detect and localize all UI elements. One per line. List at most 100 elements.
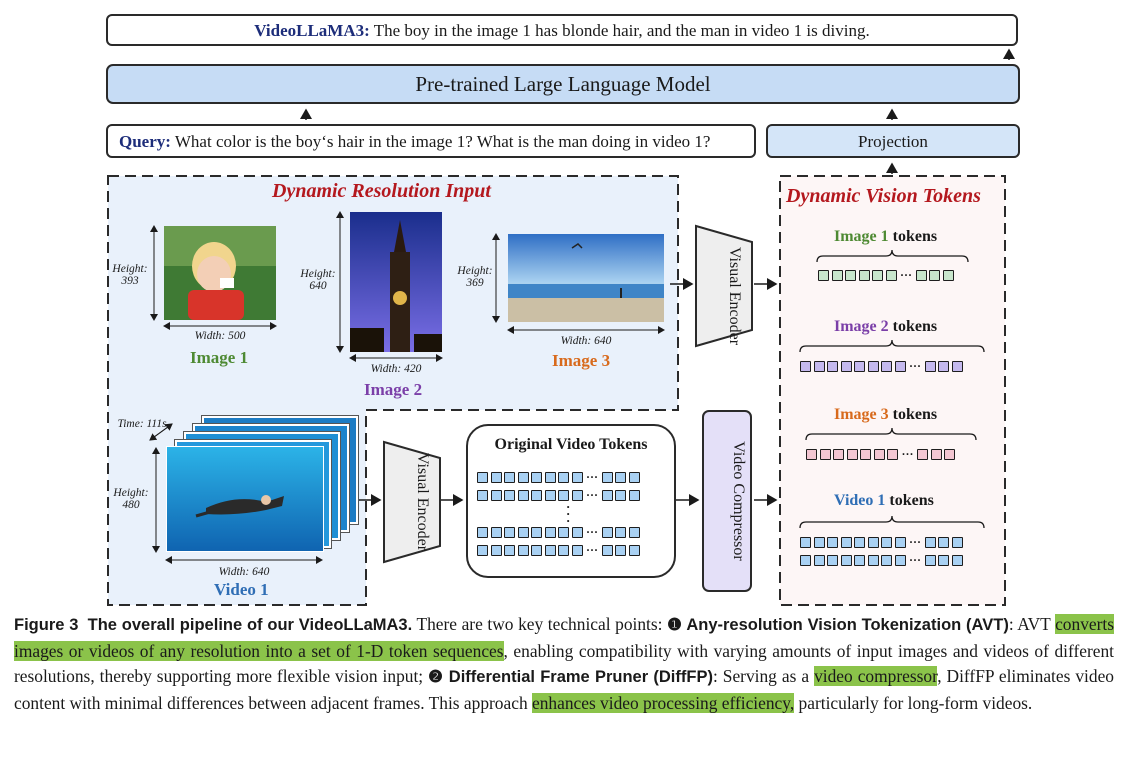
token <box>924 555 936 566</box>
answer-text: The boy in the image 1 has blonde hair, … <box>369 21 870 40</box>
token <box>571 545 583 556</box>
token <box>894 555 906 566</box>
token <box>872 270 883 281</box>
token <box>477 527 488 538</box>
token-ellipsis: ··· <box>909 359 922 373</box>
token <box>531 527 542 538</box>
token <box>827 361 838 372</box>
token <box>929 270 941 281</box>
tokens-region <box>780 176 1005 605</box>
token <box>517 545 529 556</box>
token <box>628 545 640 556</box>
token <box>881 555 892 566</box>
token <box>558 527 569 538</box>
token <box>800 537 811 548</box>
token <box>571 490 583 501</box>
input-title: Dynamic Resolution Input <box>272 180 491 202</box>
image-2-tokens-label: Image 2 tokens <box>834 318 938 335</box>
image-3-label: Image 3 <box>552 351 611 370</box>
token <box>544 472 556 483</box>
original-token-row-3: ··· <box>477 525 640 539</box>
token <box>531 472 542 483</box>
caption-text-6: particularly for long-form videos. <box>794 692 1033 713</box>
figure-caption: Figure 3 The overall pipeline of our Vid… <box>14 612 1114 716</box>
token <box>806 449 817 460</box>
original-token-row-4: ··· <box>477 544 640 556</box>
token <box>558 545 569 556</box>
token <box>819 449 831 460</box>
image-1-thumbnail <box>164 226 276 320</box>
caption-fig-label: Figure 3 <box>14 616 79 634</box>
token <box>938 555 950 566</box>
token <box>544 545 556 556</box>
token <box>854 537 865 548</box>
video-time: Time: 111s <box>117 418 167 430</box>
caption-title: The overall pipeline of our VideoLLaMA3. <box>87 616 413 634</box>
token <box>628 472 640 483</box>
image-3-width: Width: 640 <box>560 335 612 347</box>
video-compressor-label: Video Compressor <box>730 441 747 561</box>
token <box>915 270 927 281</box>
token-ellipsis: ··· <box>586 525 599 539</box>
token <box>517 490 529 501</box>
answer-box: VideoLLaMA3: The boy in the image 1 has … <box>106 14 1018 46</box>
caption-text-5: , DiffFP eliminates video content with m… <box>14 666 1114 713</box>
visual-encoder-bottom-label: Visual Encoder <box>414 452 431 552</box>
image-1-tokens-label: Image 1 tokens <box>834 228 938 245</box>
token <box>833 449 844 460</box>
token <box>827 555 838 566</box>
token <box>951 537 963 548</box>
token <box>504 527 515 538</box>
token <box>813 537 825 548</box>
token <box>894 361 906 372</box>
visual-encoder-top-label: Visual Encoder <box>726 246 743 346</box>
token <box>930 449 942 460</box>
token <box>544 527 556 538</box>
token-ellipsis: ··· <box>901 447 914 461</box>
image-3-tokens-label: Image 3 tokens <box>834 406 938 423</box>
token <box>531 545 542 556</box>
token <box>615 545 627 556</box>
token <box>840 555 852 566</box>
token <box>800 361 811 372</box>
image-3-thumbnail <box>508 234 664 322</box>
token <box>800 555 811 566</box>
token <box>938 361 950 372</box>
token <box>827 537 838 548</box>
token <box>477 472 488 483</box>
token <box>504 472 515 483</box>
token <box>818 270 829 281</box>
token <box>951 361 963 372</box>
llm-box: Pre-trained Large Language Model <box>106 64 1020 104</box>
video-height: Height: 480 <box>113 487 149 511</box>
image-1-label: Image 1 <box>190 348 249 367</box>
token <box>917 449 929 460</box>
caption-point-1: ❶ Any-resolution Vision Tokenization (AV… <box>667 616 1009 634</box>
caption-text-1: There are two key technical points: <box>412 614 668 634</box>
original-token-vertical-ellipsis: ··· <box>566 499 571 528</box>
token <box>881 361 892 372</box>
token <box>517 472 529 483</box>
video-1-token-row-1: ··· <box>800 536 963 548</box>
token <box>544 490 556 501</box>
token <box>894 537 906 548</box>
video-1-tokens-label: Video 1 tokens <box>834 492 934 509</box>
image-2-height: Height: 640 <box>300 268 336 292</box>
caption-highlight-2: video compressor <box>814 666 938 687</box>
token <box>854 361 865 372</box>
token <box>517 527 529 538</box>
token <box>885 270 897 281</box>
token <box>845 270 856 281</box>
token <box>867 537 879 548</box>
video-1-token-row-2: ··· <box>800 554 963 566</box>
token <box>881 537 892 548</box>
token <box>924 537 936 548</box>
visual-encoder-bottom <box>383 440 441 564</box>
video-compressor-box <box>702 410 752 592</box>
token <box>813 555 825 566</box>
token <box>831 270 843 281</box>
token <box>615 490 627 501</box>
token <box>615 527 627 538</box>
video-width: Width: 640 <box>218 566 270 578</box>
caption-text-4: : Serving as a <box>712 666 815 687</box>
